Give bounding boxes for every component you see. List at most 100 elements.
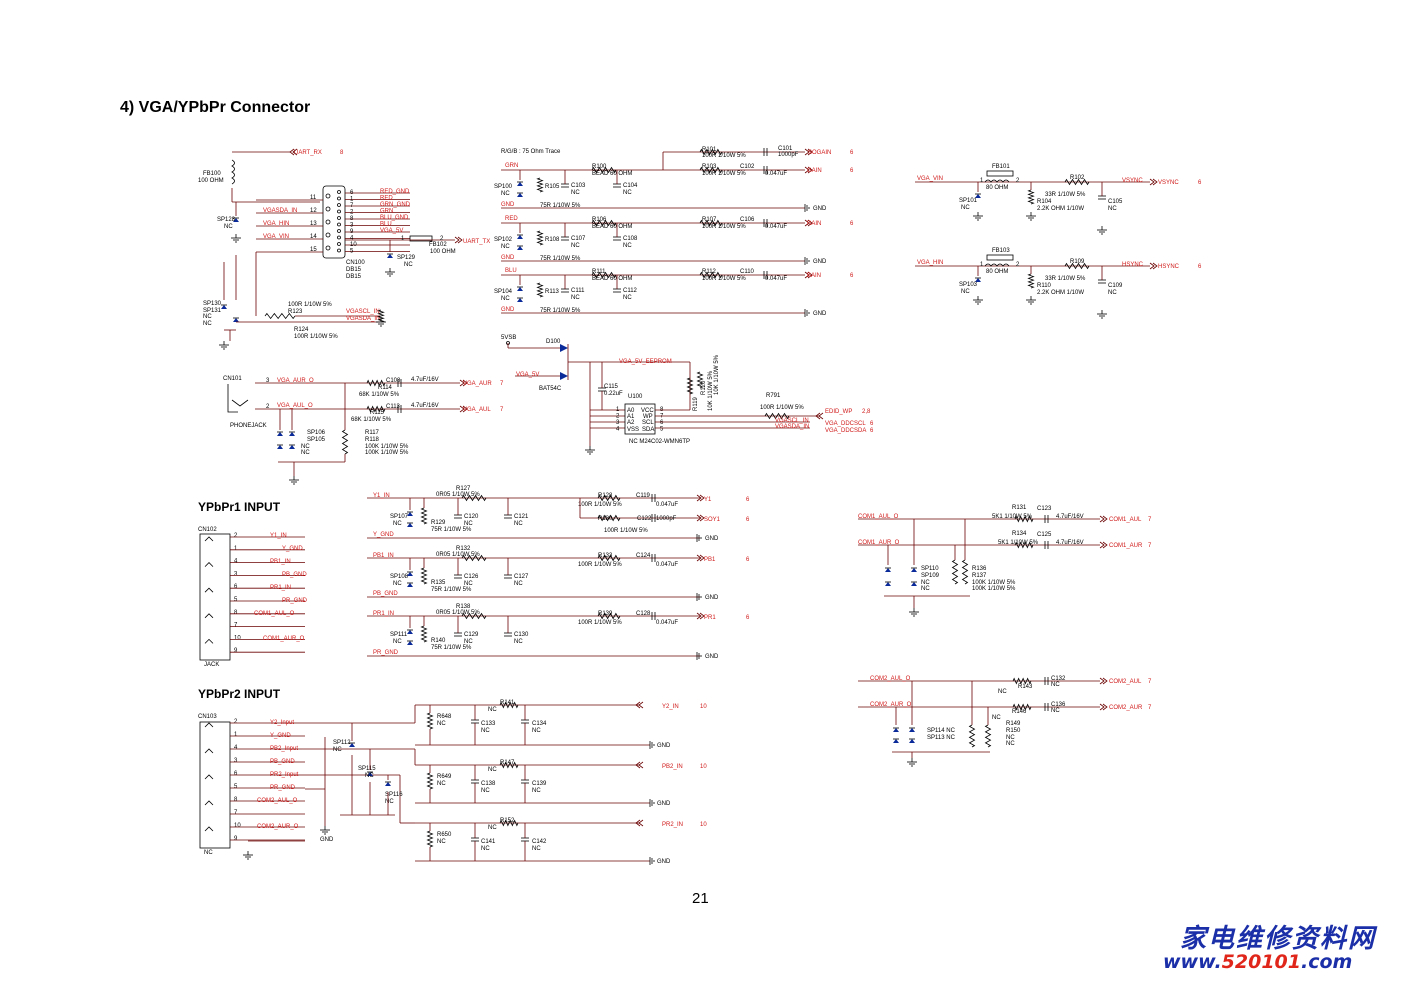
label: WP — [643, 414, 653, 420]
ferrite-bead — [984, 263, 1010, 267]
resistor-symbol — [1064, 178, 1090, 186]
label: 4.7uF/16V — [1056, 540, 1084, 546]
label: 7 — [500, 407, 504, 413]
label: 5 — [350, 249, 354, 255]
label: 9 — [234, 836, 238, 842]
resistor-symbol — [426, 772, 434, 790]
watermark-url-prefix: www. — [1163, 951, 1222, 973]
label: NC — [301, 444, 310, 450]
wire — [638, 701, 644, 709]
wire — [1102, 677, 1108, 685]
resistor-symbol — [536, 177, 544, 193]
label: 33R 1/10W 5% — [1045, 276, 1086, 282]
label: 1 — [234, 732, 238, 738]
label: GND — [657, 859, 671, 865]
label: C112 — [623, 288, 638, 294]
wire — [1152, 262, 1158, 270]
tvs-diode — [909, 739, 915, 743]
label: NC — [464, 581, 473, 587]
label: R138 — [456, 604, 471, 610]
resistor-symbol — [699, 148, 723, 156]
db15-pin — [337, 235, 341, 240]
label: PB1_IN — [270, 559, 291, 565]
label: RED_GND — [380, 189, 410, 195]
label: NC — [514, 581, 523, 587]
label: PB_GND — [373, 591, 398, 597]
label: 7 — [234, 623, 238, 629]
label: C108 — [386, 378, 401, 384]
label: SP113 NC — [927, 735, 956, 741]
label: C141 — [481, 839, 496, 845]
jack-contact — [204, 638, 214, 644]
label: C121 — [514, 514, 529, 520]
label: R649 — [437, 774, 452, 780]
jack-body — [199, 533, 231, 661]
label: C108 — [623, 236, 638, 242]
tvs-diode — [893, 728, 899, 732]
tvs-diode — [911, 582, 917, 586]
tvs-diode — [407, 583, 413, 587]
label: 6 — [660, 420, 664, 426]
label: GRN — [380, 209, 393, 215]
label: 5 — [660, 427, 664, 433]
wire — [638, 819, 644, 827]
label: R111 — [592, 269, 606, 275]
jack-contact — [204, 613, 214, 619]
label: 7 — [660, 414, 664, 420]
resistor-symbol — [1012, 703, 1032, 711]
wire — [818, 412, 824, 420]
label: SP110 — [921, 566, 939, 572]
wire — [462, 405, 468, 413]
label: PB2_IN — [662, 764, 683, 770]
ypbpr2-title: YPbPr2 INPUT — [198, 687, 281, 701]
wire — [807, 148, 813, 156]
label: PR1_IN — [373, 611, 394, 617]
label: 100R 1/10W 5% — [578, 562, 622, 568]
label: 6 — [870, 421, 874, 427]
label: 6 — [850, 168, 854, 174]
label: 100 OHM — [430, 249, 456, 255]
label: C134 — [532, 721, 547, 727]
label: 6 — [1198, 180, 1202, 186]
db15-pin — [325, 232, 331, 238]
label: 68K 1/10W 5% — [359, 392, 400, 398]
label: NC — [532, 728, 541, 734]
label: SP101 — [959, 198, 978, 204]
label: 100K 1/10W 5% — [972, 586, 1016, 592]
label: Y1_IN — [373, 493, 390, 499]
label: 100R 1/10W 5% — [760, 405, 804, 411]
jack-contact — [204, 774, 214, 780]
label: SP104 — [494, 289, 513, 295]
label: 0.047uF — [656, 620, 678, 626]
label: 75R 1/10W 5% — [431, 527, 472, 533]
resistor-symbol — [499, 761, 519, 769]
label: R150 — [1006, 728, 1021, 734]
jack-contact — [204, 722, 214, 728]
db15-pin — [337, 203, 341, 207]
label: PR_GND — [282, 598, 308, 604]
label: 4 — [234, 559, 238, 565]
label: 1 — [234, 546, 238, 552]
label: RED — [380, 196, 393, 202]
label: C130 — [514, 632, 529, 638]
label: 2 — [616, 414, 620, 420]
label: 4.7uF/16V — [411, 403, 439, 409]
label: 100K 1/10W 5% — [365, 450, 409, 456]
wire — [231, 399, 249, 407]
label: NC — [404, 262, 413, 268]
label: 1000pF — [656, 516, 677, 522]
tvs-diode — [277, 432, 283, 436]
label: NC — [998, 689, 1007, 695]
label: VGA_VIN — [917, 176, 943, 182]
label: NC M24C02-WMN6TP — [629, 439, 690, 445]
label: 10 — [700, 764, 707, 770]
jack-contact — [204, 562, 214, 567]
resistor-symbol — [699, 219, 723, 227]
label: Y1_IN — [270, 533, 287, 539]
label: 0.047uF — [765, 171, 787, 177]
label: NC — [203, 314, 212, 320]
resistor-symbol — [420, 507, 428, 525]
label: 2 — [234, 719, 238, 725]
label: 1000pF — [778, 152, 799, 158]
label: R141 — [500, 700, 515, 706]
